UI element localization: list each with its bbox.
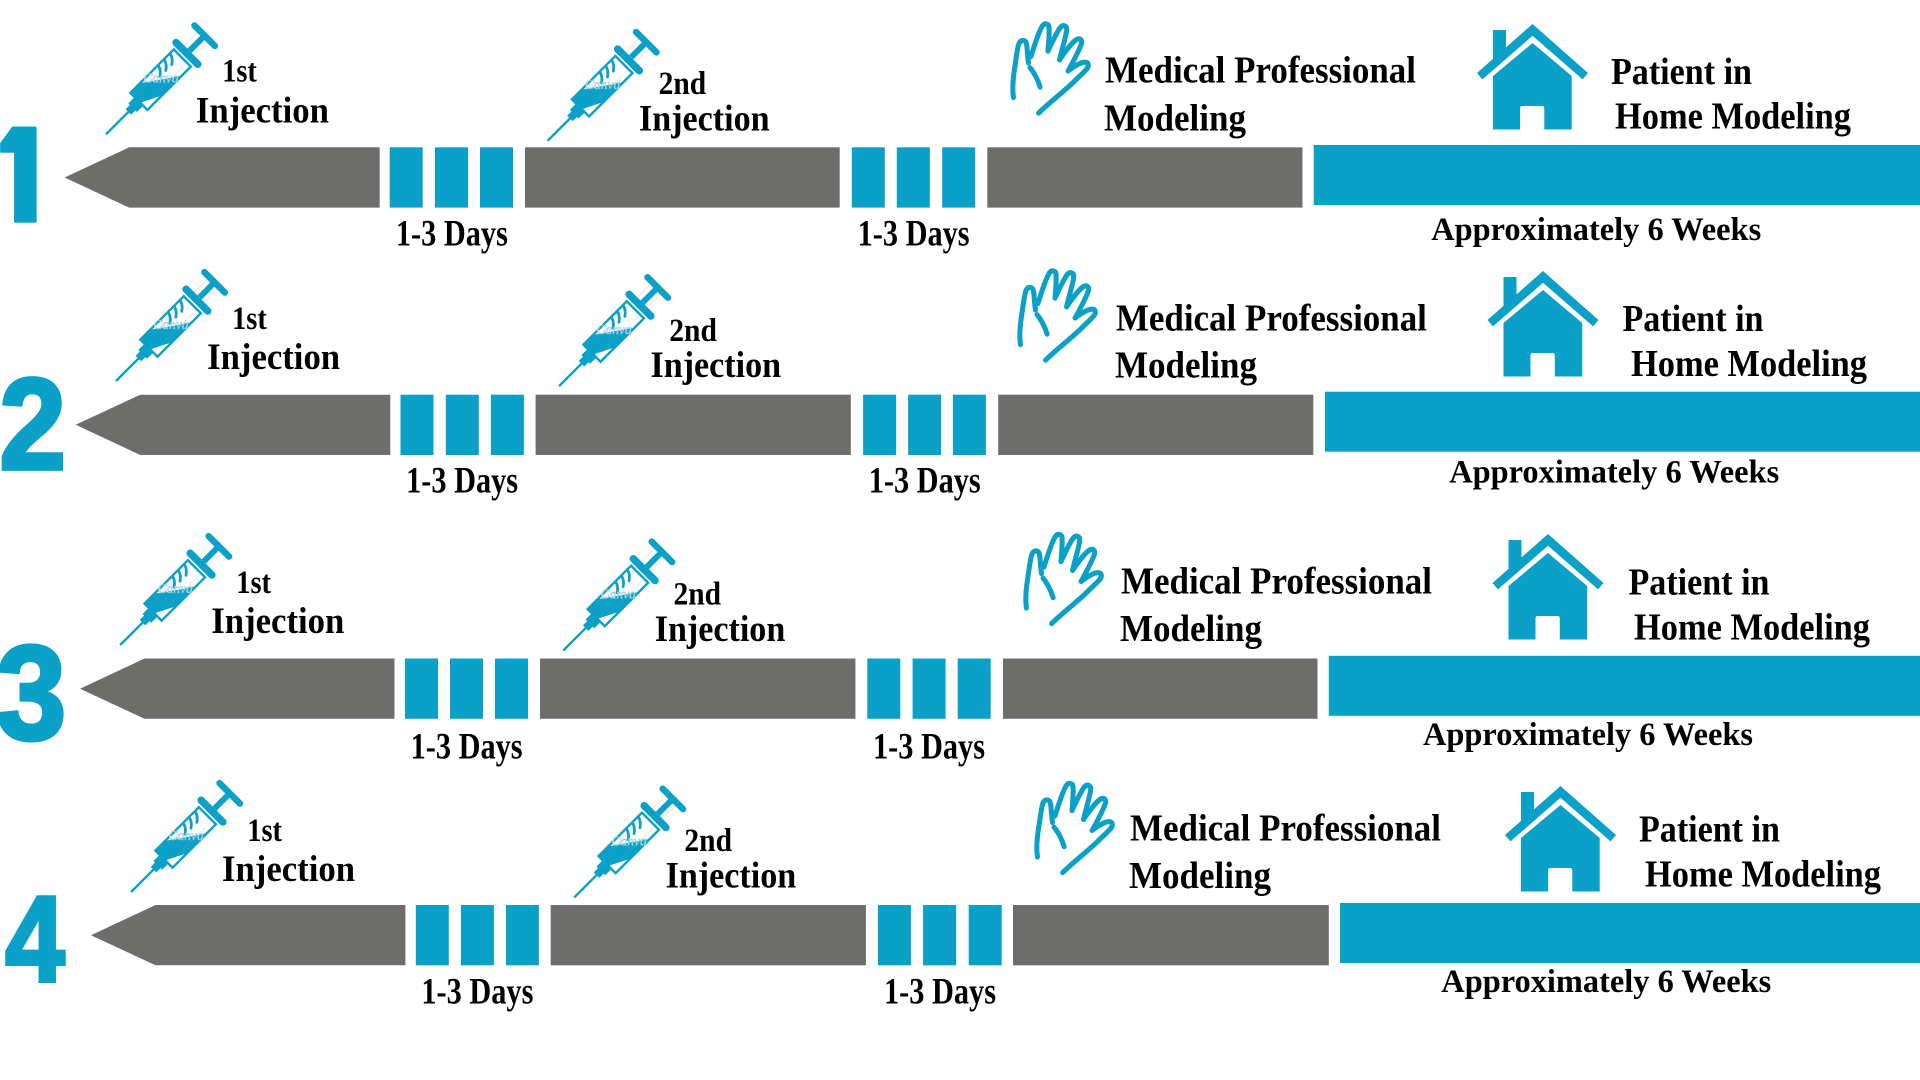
- svg-text:Medical Professional: Medical Professional: [1116, 298, 1427, 340]
- svg-text:2nd: 2nd: [669, 313, 717, 349]
- svg-text:Patient in: Patient in: [1611, 51, 1752, 93]
- svg-text:1-3 Days: 1-3 Days: [411, 726, 523, 767]
- svg-text:1-3 Days: 1-3 Days: [421, 971, 533, 1012]
- svg-text:Modeling: Modeling: [1120, 608, 1262, 650]
- svg-text:Injection: Injection: [211, 601, 344, 642]
- svg-text:Patient in: Patient in: [1623, 298, 1764, 340]
- svg-text:3: 3: [0, 617, 66, 767]
- svg-text:Injection: Injection: [651, 345, 782, 386]
- svg-text:Medical Professional: Medical Professional: [1130, 808, 1441, 850]
- svg-text:1st: 1st: [232, 301, 267, 337]
- svg-text:Modeling: Modeling: [1104, 97, 1246, 139]
- svg-text:Modeling: Modeling: [1129, 855, 1271, 897]
- svg-text:Home Modeling: Home Modeling: [1645, 853, 1881, 895]
- svg-text:Home Modeling: Home Modeling: [1615, 95, 1851, 137]
- svg-text:Injection: Injection: [207, 337, 340, 378]
- svg-text:Injection: Injection: [639, 98, 770, 139]
- svg-text:Medical Professional: Medical Professional: [1121, 561, 1432, 603]
- svg-text:Home Modeling: Home Modeling: [1631, 343, 1867, 385]
- svg-text:1-3 Days: 1-3 Days: [869, 460, 981, 501]
- svg-text:1st: 1st: [222, 54, 257, 90]
- svg-text:Home Modeling: Home Modeling: [1634, 606, 1870, 648]
- svg-text:Patient in: Patient in: [1639, 808, 1780, 850]
- svg-text:Modeling: Modeling: [1115, 345, 1257, 387]
- svg-text:Approximately 6 Weeks: Approximately 6 Weeks: [1441, 964, 1771, 1000]
- svg-text:1-3 Days: 1-3 Days: [396, 213, 508, 254]
- svg-text:Injection: Injection: [196, 91, 329, 132]
- svg-text:1-3 Days: 1-3 Days: [884, 971, 996, 1012]
- svg-text:Injection: Injection: [666, 856, 797, 897]
- svg-text:Injection: Injection: [222, 849, 355, 890]
- svg-text:Injection: Injection: [655, 609, 786, 650]
- svg-text:Approximately 6 Weeks: Approximately 6 Weeks: [1423, 717, 1753, 753]
- svg-text:2nd: 2nd: [659, 66, 707, 102]
- svg-text:2: 2: [0, 352, 66, 497]
- svg-text:1st: 1st: [236, 565, 271, 601]
- svg-text:1-3 Days: 1-3 Days: [858, 213, 970, 254]
- svg-text:1-3 Days: 1-3 Days: [873, 726, 985, 767]
- svg-text:Approximately 6 Weeks: Approximately 6 Weeks: [1431, 212, 1761, 248]
- svg-text:Patient in: Patient in: [1629, 561, 1770, 603]
- svg-text:1st: 1st: [247, 813, 282, 849]
- svg-text:Approximately 6 Weeks: Approximately 6 Weeks: [1449, 454, 1779, 490]
- svg-text:1-3 Days: 1-3 Days: [406, 460, 518, 501]
- svg-text:4: 4: [5, 871, 64, 1007]
- svg-text:Medical Professional: Medical Professional: [1105, 50, 1416, 92]
- svg-text:2nd: 2nd: [674, 576, 722, 612]
- svg-text:2nd: 2nd: [684, 823, 732, 859]
